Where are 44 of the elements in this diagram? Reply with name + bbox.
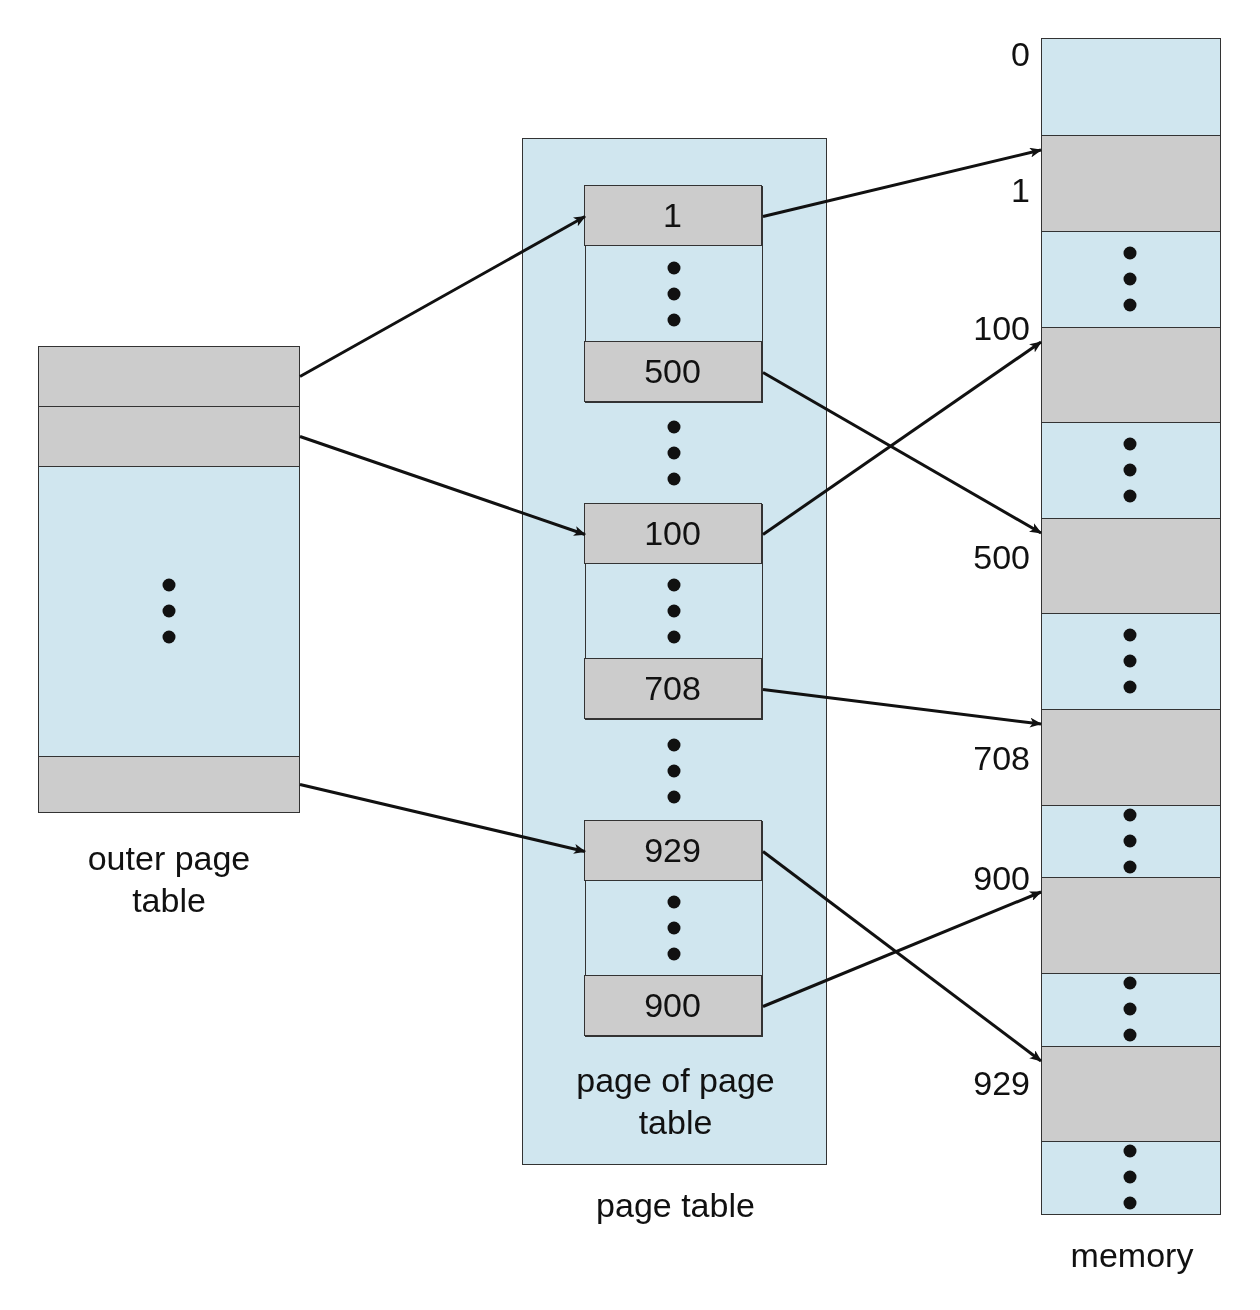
arrow [762, 371, 1042, 535]
table-entry [584, 975, 762, 1036]
table-entry [37, 755, 300, 813]
table-entry [584, 503, 762, 564]
entry-number: 100 [643, 513, 702, 554]
entry-number: 929 [643, 830, 702, 871]
frame-number: 0 [1010, 34, 1030, 75]
memory-frame [1040, 326, 1221, 423]
entry-number: 708 [643, 668, 702, 709]
memory-frame [1040, 1045, 1221, 1142]
arrow [762, 688, 1042, 728]
panel-caption: page table [595, 1185, 756, 1226]
table-entry [584, 185, 762, 246]
table-entry [584, 341, 762, 402]
table-entry [37, 345, 300, 407]
page-of-page-table [584, 820, 763, 1037]
arrow [299, 215, 586, 378]
frame-number: 1 [1010, 170, 1030, 211]
frame-number: 708 [972, 738, 1030, 779]
arrow [299, 783, 586, 854]
panel-caption: page of page table [575, 1060, 776, 1143]
memory-frame [1040, 708, 1221, 806]
arrow [762, 890, 1042, 1008]
memory-frame [1040, 134, 1221, 232]
frame-number: 900 [972, 858, 1030, 899]
frame-number: 500 [972, 537, 1030, 578]
memory-frame [1040, 876, 1221, 974]
column-caption: memory [1069, 1235, 1195, 1276]
table-entry [584, 658, 762, 719]
frame-number: 929 [972, 1063, 1030, 1104]
memory-frame [1040, 517, 1221, 614]
table-caption: outer page table [86, 838, 252, 921]
arrow [762, 850, 1042, 1063]
arrow [762, 147, 1042, 218]
page-of-page-table [584, 185, 763, 403]
arrow [762, 340, 1042, 536]
table-entry [37, 405, 300, 467]
entry-number: 1 [662, 195, 683, 236]
frame-number: 100 [972, 308, 1030, 349]
page-of-page-table [584, 503, 763, 720]
arrow [299, 435, 586, 536]
table-entry [584, 820, 762, 881]
entry-number: 900 [643, 985, 702, 1026]
entry-number: 500 [643, 351, 702, 392]
